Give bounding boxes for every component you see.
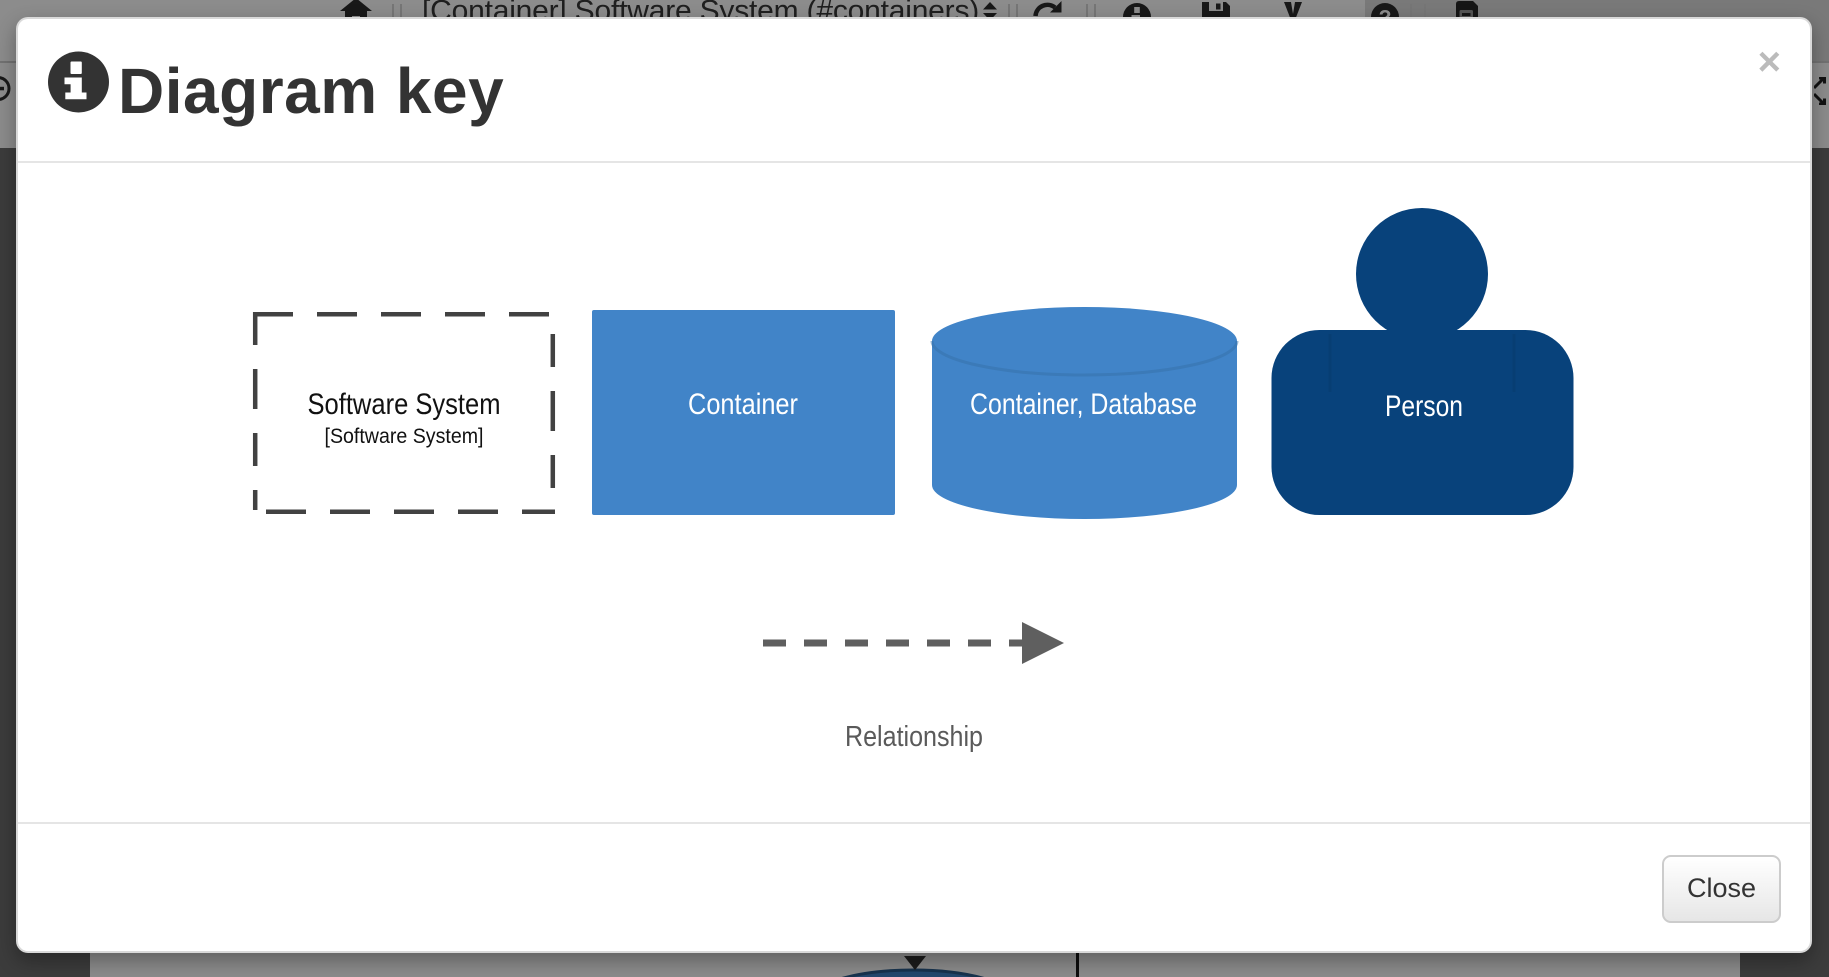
svg-text:Container: Container (688, 388, 798, 421)
svg-text:Relationship: Relationship (845, 721, 983, 753)
svg-text:[Software System]: [Software System] (325, 425, 484, 448)
svg-text:Person: Person (1385, 390, 1463, 423)
svg-text:Software System: Software System (308, 388, 501, 421)
svg-text:Container, Database: Container, Database (970, 388, 1197, 421)
